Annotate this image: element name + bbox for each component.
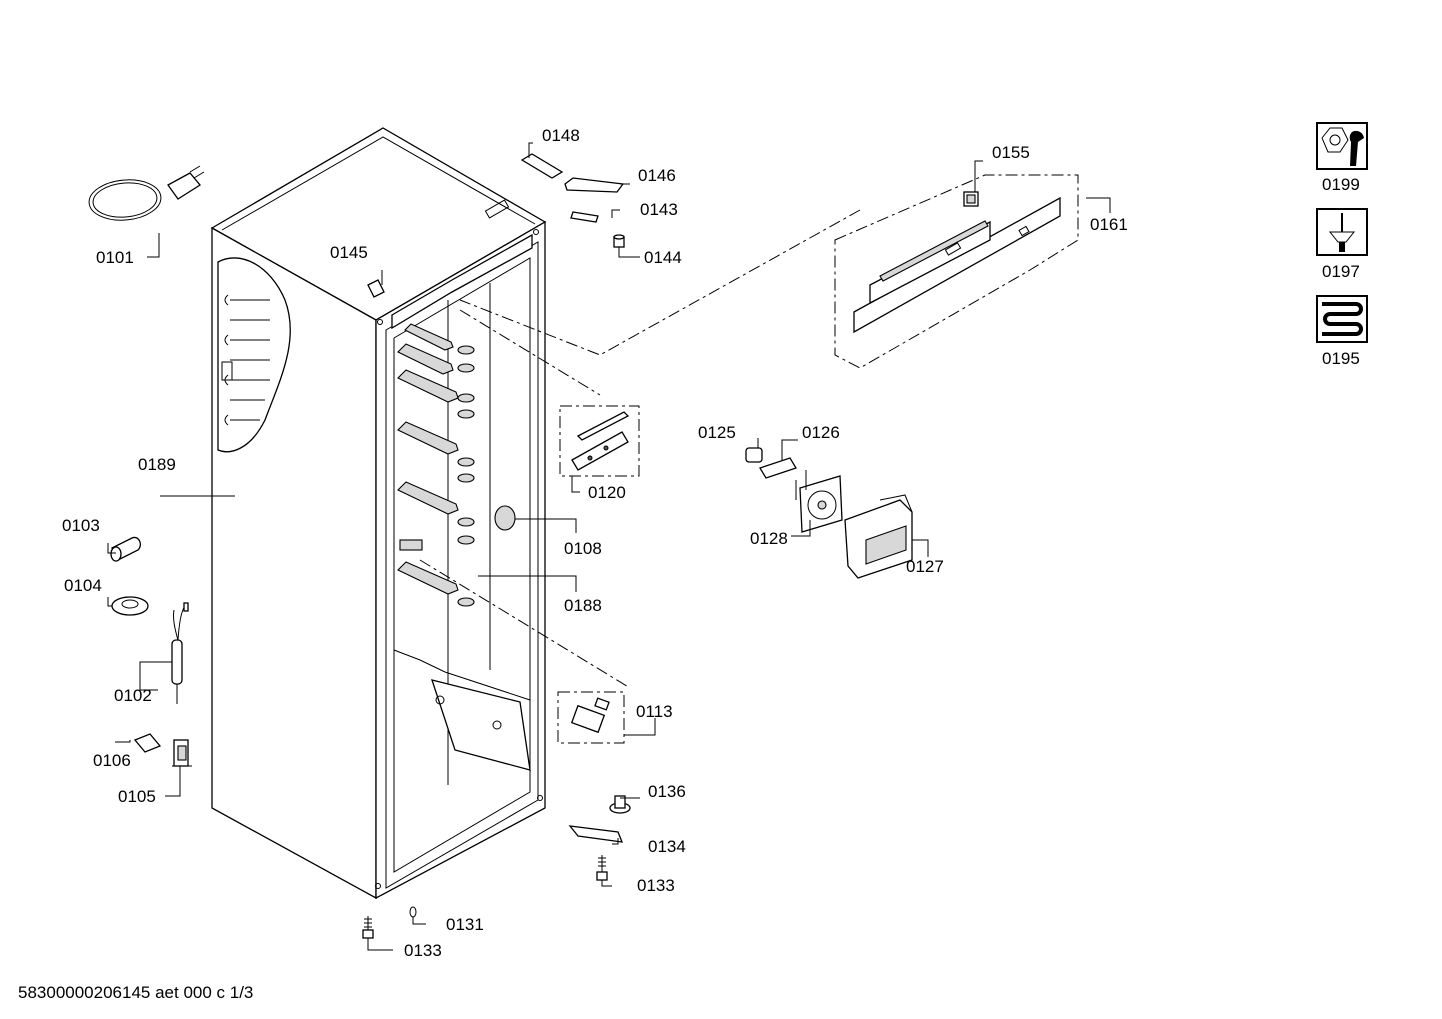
label-0144: 0144 [644,248,682,267]
icon-label-0199: 0199 [1322,175,1360,194]
part-labels: 0101 0189 0103 0104 0102 0106 0105 0145 … [62,126,1128,960]
label-0127: 0127 [906,557,944,576]
power-cord-part [88,165,205,221]
fan-part [795,470,843,533]
label-0120: 0120 [588,483,626,502]
label-0108: 0108 [564,539,602,558]
icon-label-0197: 0197 [1322,262,1360,281]
label-0133-right: 0133 [637,876,675,895]
label-0146: 0146 [638,166,676,185]
label-0102: 0102 [114,686,152,705]
hinge-part [570,211,599,223]
label-0113: 0113 [636,702,673,721]
screw-part [362,916,374,939]
label-0103: 0103 [62,516,100,535]
label-0143: 0143 [640,200,678,219]
wrench-nut-icon: 0199 [1316,122,1368,194]
label-0148: 0148 [542,126,580,145]
label-0131: 0131 [446,915,484,934]
handle-part [564,177,625,193]
label-0136: 0136 [648,782,686,801]
hinge-bracket-part [568,825,624,843]
condenser-coil [217,257,291,453]
label-0105: 0105 [118,787,156,806]
latch-part [367,279,385,298]
label-0104: 0104 [64,576,102,595]
refrigerator-cabinet [210,127,547,900]
heating-coil-icon: 0195 [1316,295,1368,368]
connector-part [963,191,979,207]
label-0106: 0106 [93,751,131,770]
bracket-part [172,739,192,767]
tool-icons: 0199 0197 0195 [1316,122,1368,368]
leader-lines [107,142,1111,951]
light-board-part [571,411,630,471]
knob-part [613,234,625,248]
label-0188: 0188 [564,596,602,615]
label-0145: 0145 [330,243,368,262]
control-panel-part [853,196,1061,334]
top-cover-part [520,153,564,179]
screwdriver-icon: 0197 [1316,208,1368,281]
assembly-outlines [419,174,1079,744]
label-0161: 0161 [1090,215,1128,234]
capacitor-part [110,536,141,562]
label-0155: 0155 [992,143,1030,162]
pad-0125-part [745,447,763,463]
label-0133-left: 0133 [404,941,442,960]
fan-cover-part [844,494,913,579]
label-0189: 0189 [138,455,176,474]
label-0125: 0125 [698,423,736,442]
label-0128: 0128 [750,529,788,548]
document-code: 58300000206145 aet 000 c 1/3 [18,983,253,1002]
label-0101: 0101 [96,248,134,267]
icon-label-0195: 0195 [1322,349,1360,368]
sensor-part [171,602,189,704]
label-0126: 0126 [802,423,840,442]
shelf-rails [397,323,475,607]
foot-part [609,795,631,814]
holder-part [759,457,797,479]
switch-part [570,697,610,734]
screw-part [596,855,608,881]
pad-part [133,733,162,753]
grommet-part [111,596,149,616]
label-0134: 0134 [648,837,686,856]
plug-part [409,906,417,918]
